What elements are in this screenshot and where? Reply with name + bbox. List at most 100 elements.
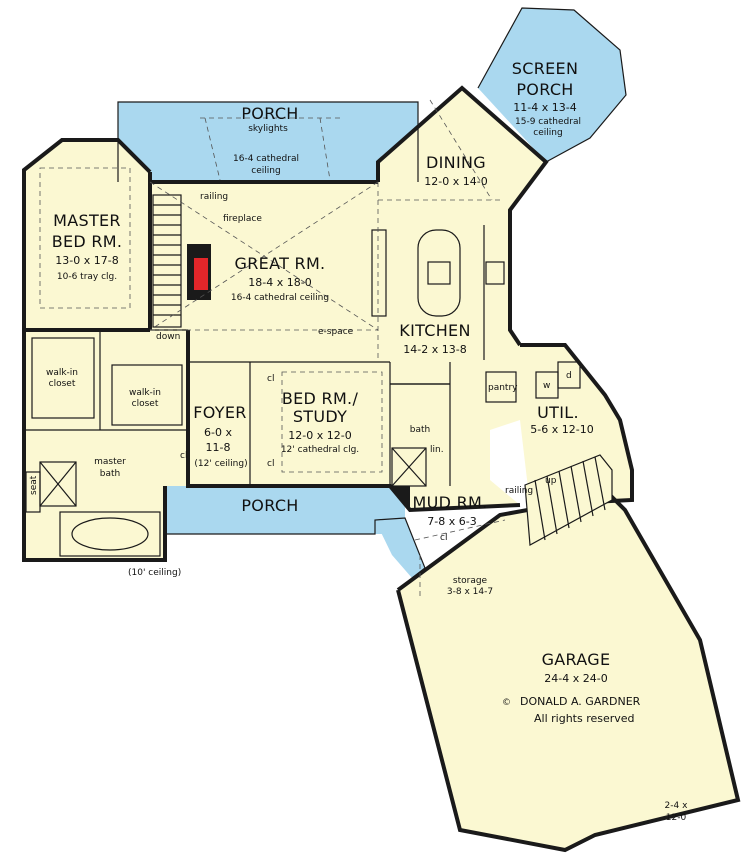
- shower-2-x2: [391, 447, 427, 487]
- garage-ext-l2: 12-0: [666, 813, 687, 823]
- walkin-right-box: [111, 364, 183, 426]
- ceiling-10-label: (10' ceiling): [128, 568, 181, 578]
- screen-porch-name-1: SCREEN: [512, 59, 578, 78]
- walkin-left-l2: closet: [49, 379, 76, 389]
- great-room-name: GREAT RM.: [235, 254, 326, 273]
- kitchen-island: [417, 229, 461, 317]
- dining-dims: 12-0 x 14-0: [424, 175, 487, 188]
- tray-outline: [39, 167, 131, 309]
- master-bath-l1: master: [94, 457, 126, 467]
- e-space-label: e-space: [318, 327, 354, 337]
- cooktop: [427, 261, 451, 285]
- room-labels: SCREEN PORCH 11-4 x 13-4 15-9 cathedral …: [46, 59, 688, 823]
- foyer-name: FOYER: [193, 403, 246, 422]
- foyer-note: (12' ceiling): [194, 459, 247, 469]
- pantry-label: pantry: [488, 383, 518, 393]
- tub-frame: [59, 511, 161, 557]
- bed-study-note: 12' cathedral clg.: [281, 445, 359, 455]
- screen-porch-note-2: ceiling: [533, 128, 562, 138]
- front-porch-area: [165, 486, 405, 534]
- linen-label: lin.: [430, 445, 444, 455]
- mud-room-dims: 7-8 x 6-3: [427, 515, 476, 528]
- fireplace-red: [194, 258, 208, 290]
- closet-label-a: cl: [267, 374, 274, 384]
- porch-areas: [118, 8, 626, 578]
- screen-porch-note-1: 15-9 cathedral: [515, 117, 581, 127]
- screen-porch-name-2: PORCH: [516, 80, 573, 99]
- pantry-box: [485, 371, 517, 403]
- closet-label-mud: cl: [440, 533, 447, 543]
- walkin-right-l2: closet: [132, 399, 159, 409]
- foyer-dims-2: 11-8: [206, 441, 231, 454]
- stair-down-treads: [153, 204, 181, 316]
- dining-name: DINING: [426, 153, 486, 172]
- great-room-dims: 18-4 x 18-0: [248, 276, 311, 289]
- top-porch-name: PORCH: [241, 104, 298, 123]
- walkin-left-l1: walk-in: [46, 368, 78, 378]
- garage-floor: [398, 495, 738, 850]
- garage-ext-l1: 2-4 x: [665, 801, 689, 811]
- master-bath-l2: bath: [100, 469, 120, 479]
- top-porch-note-3: ceiling: [251, 166, 280, 176]
- railing-top-label: railing: [200, 192, 228, 202]
- master-suite-floor: [24, 140, 188, 560]
- front-porch-outline: [164, 486, 426, 579]
- walkin-left-box: [31, 337, 95, 419]
- copyright-owner: DONALD A. GARDNER: [520, 695, 641, 708]
- stair-landing-black: [390, 486, 410, 508]
- garage-name: GARAGE: [542, 650, 611, 669]
- kitchen-dims: 14-2 x 13-8: [403, 343, 466, 356]
- top-porch-area: [118, 102, 418, 182]
- stair-down-box: [152, 194, 182, 328]
- interior-walls: [24, 225, 581, 557]
- master-bed-name-2: BED RM.: [52, 232, 123, 251]
- fireplace-label: fireplace: [223, 214, 262, 224]
- top-porch-note-2: 16-4 cathedral: [233, 154, 299, 164]
- seat-label: seat: [29, 475, 39, 495]
- sink: [485, 261, 505, 285]
- util-name: UTIL.: [537, 403, 579, 422]
- dryer-box: [557, 361, 581, 389]
- util-outer-wall: [520, 343, 634, 507]
- copyright-rights: All rights reserved: [534, 712, 635, 725]
- bath-label: bath: [410, 425, 430, 435]
- dryer-label: d: [566, 371, 572, 381]
- mud-room-name: MUD RM.: [412, 493, 487, 512]
- screen-porch-area: [478, 8, 626, 162]
- bed-study-name-2: STUDY: [293, 407, 347, 426]
- main-living-floor: [150, 88, 546, 510]
- foyer-dims-1: 6-0 x: [204, 426, 232, 439]
- master-bed-dims: 13-0 x 17-8: [55, 254, 118, 267]
- kitchen-name: KITCHEN: [399, 321, 470, 340]
- top-porch-skylights: skylights: [248, 124, 288, 134]
- front-porch-step-area: [375, 518, 425, 578]
- util-dims: 5-6 x 12-10: [530, 423, 593, 436]
- closet-label-b: cl: [267, 459, 274, 469]
- top-porch-outline: [117, 101, 419, 182]
- bar-counter: [371, 229, 387, 317]
- closet-label-foyer: cl: [180, 451, 187, 461]
- shower-x2: [39, 461, 77, 507]
- copyright-symbol: ©: [502, 698, 511, 708]
- ceiling-lines: [39, 99, 506, 600]
- storage-dims: 3-8 x 14-7: [447, 587, 493, 597]
- seat-box: [25, 471, 41, 513]
- stair-up-treads: [534, 456, 606, 541]
- screen-porch-outline: [477, 7, 627, 163]
- garage-dims: 24-4 x 24-0: [544, 672, 607, 685]
- up-label: up: [545, 476, 557, 486]
- bed-study-ceiling-outline: [281, 371, 383, 473]
- master-bed-name-1: MASTER: [53, 211, 121, 230]
- bed-study-dims: 12-0 x 12-0: [288, 429, 351, 442]
- down-label: down: [156, 332, 180, 342]
- tub-oval: [71, 517, 149, 551]
- floor-areas: [24, 88, 738, 850]
- storage-name: storage: [453, 576, 488, 586]
- bed-study-name-1: BED RM./: [282, 389, 359, 408]
- great-room-note: 16-4 cathedral ceiling: [231, 293, 329, 303]
- master-bed-note: 10-6 tray clg.: [57, 272, 117, 282]
- washer-label: w: [543, 381, 550, 391]
- railing-stair-label: railing: [505, 486, 533, 496]
- walkin-right-l1: walk-in: [129, 388, 161, 398]
